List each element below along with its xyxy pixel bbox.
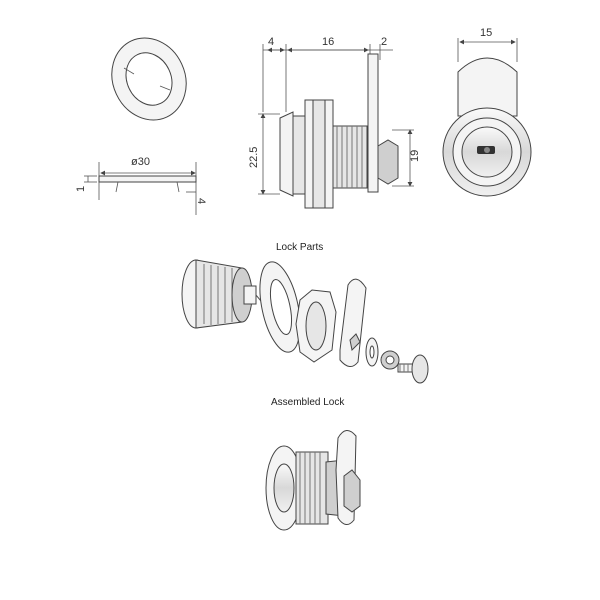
lock-parts-caption: Lock Parts bbox=[276, 242, 323, 253]
side-cam-label: 2 bbox=[381, 36, 387, 48]
assembled-lock-caption: Assembled Lock bbox=[271, 397, 345, 408]
assembled-lock-view bbox=[265, 430, 361, 531]
side-thread-label: 19 bbox=[409, 150, 421, 162]
washer-thickness-label: 1 bbox=[75, 186, 87, 192]
exploded-lock-parts bbox=[181, 259, 429, 384]
lock-side-view bbox=[258, 44, 414, 209]
washer-side-view bbox=[84, 162, 197, 215]
side-flange-label: 4 bbox=[268, 36, 274, 48]
side-body-label: 16 bbox=[322, 36, 334, 48]
side-height-label: 22.5 bbox=[248, 147, 260, 168]
washer-perspective-view bbox=[111, 37, 187, 121]
washer-diameter-label: ø30 bbox=[131, 156, 150, 168]
lock-front-view bbox=[442, 38, 532, 197]
front-width-label: 15 bbox=[480, 27, 492, 39]
washer-tab-label: 4 bbox=[195, 198, 207, 204]
